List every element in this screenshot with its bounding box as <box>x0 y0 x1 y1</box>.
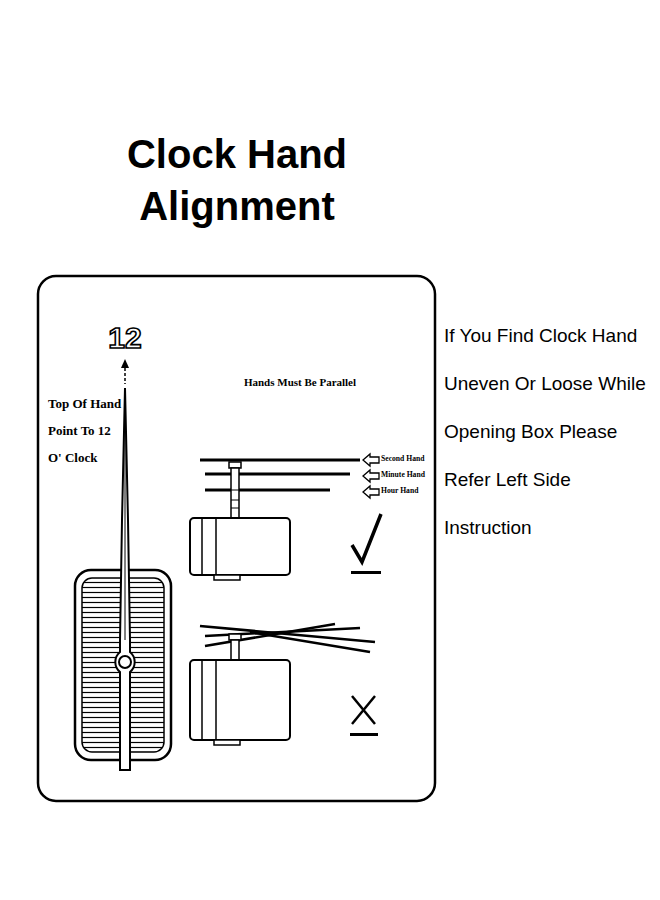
side-note: If You Find Clock Hand Uneven Or Loose W… <box>444 312 654 552</box>
hand-name: Second Hand <box>381 453 433 464</box>
instruction-note: Top Of Hand Point To 12 O' Clock <box>48 390 122 471</box>
cross-mark <box>350 696 378 736</box>
uneven-hands <box>200 624 375 652</box>
clock-movement-side <box>190 462 290 580</box>
hand-name: Minute Hand <box>381 469 433 480</box>
panel-frame <box>38 276 435 801</box>
pointer-arrows <box>363 454 379 498</box>
check-mark <box>351 514 381 574</box>
panel-heading: Hands Must Be Parallel <box>215 375 385 389</box>
dial-number: 12 <box>100 320 150 356</box>
hand-name: Hour Hand <box>381 485 433 496</box>
clock-movement-side <box>190 634 290 745</box>
clock-hand <box>115 388 134 770</box>
page-title: Clock Hand Alignment <box>97 128 377 232</box>
pointer-arrow <box>121 359 129 384</box>
parallel-hands <box>200 460 360 490</box>
